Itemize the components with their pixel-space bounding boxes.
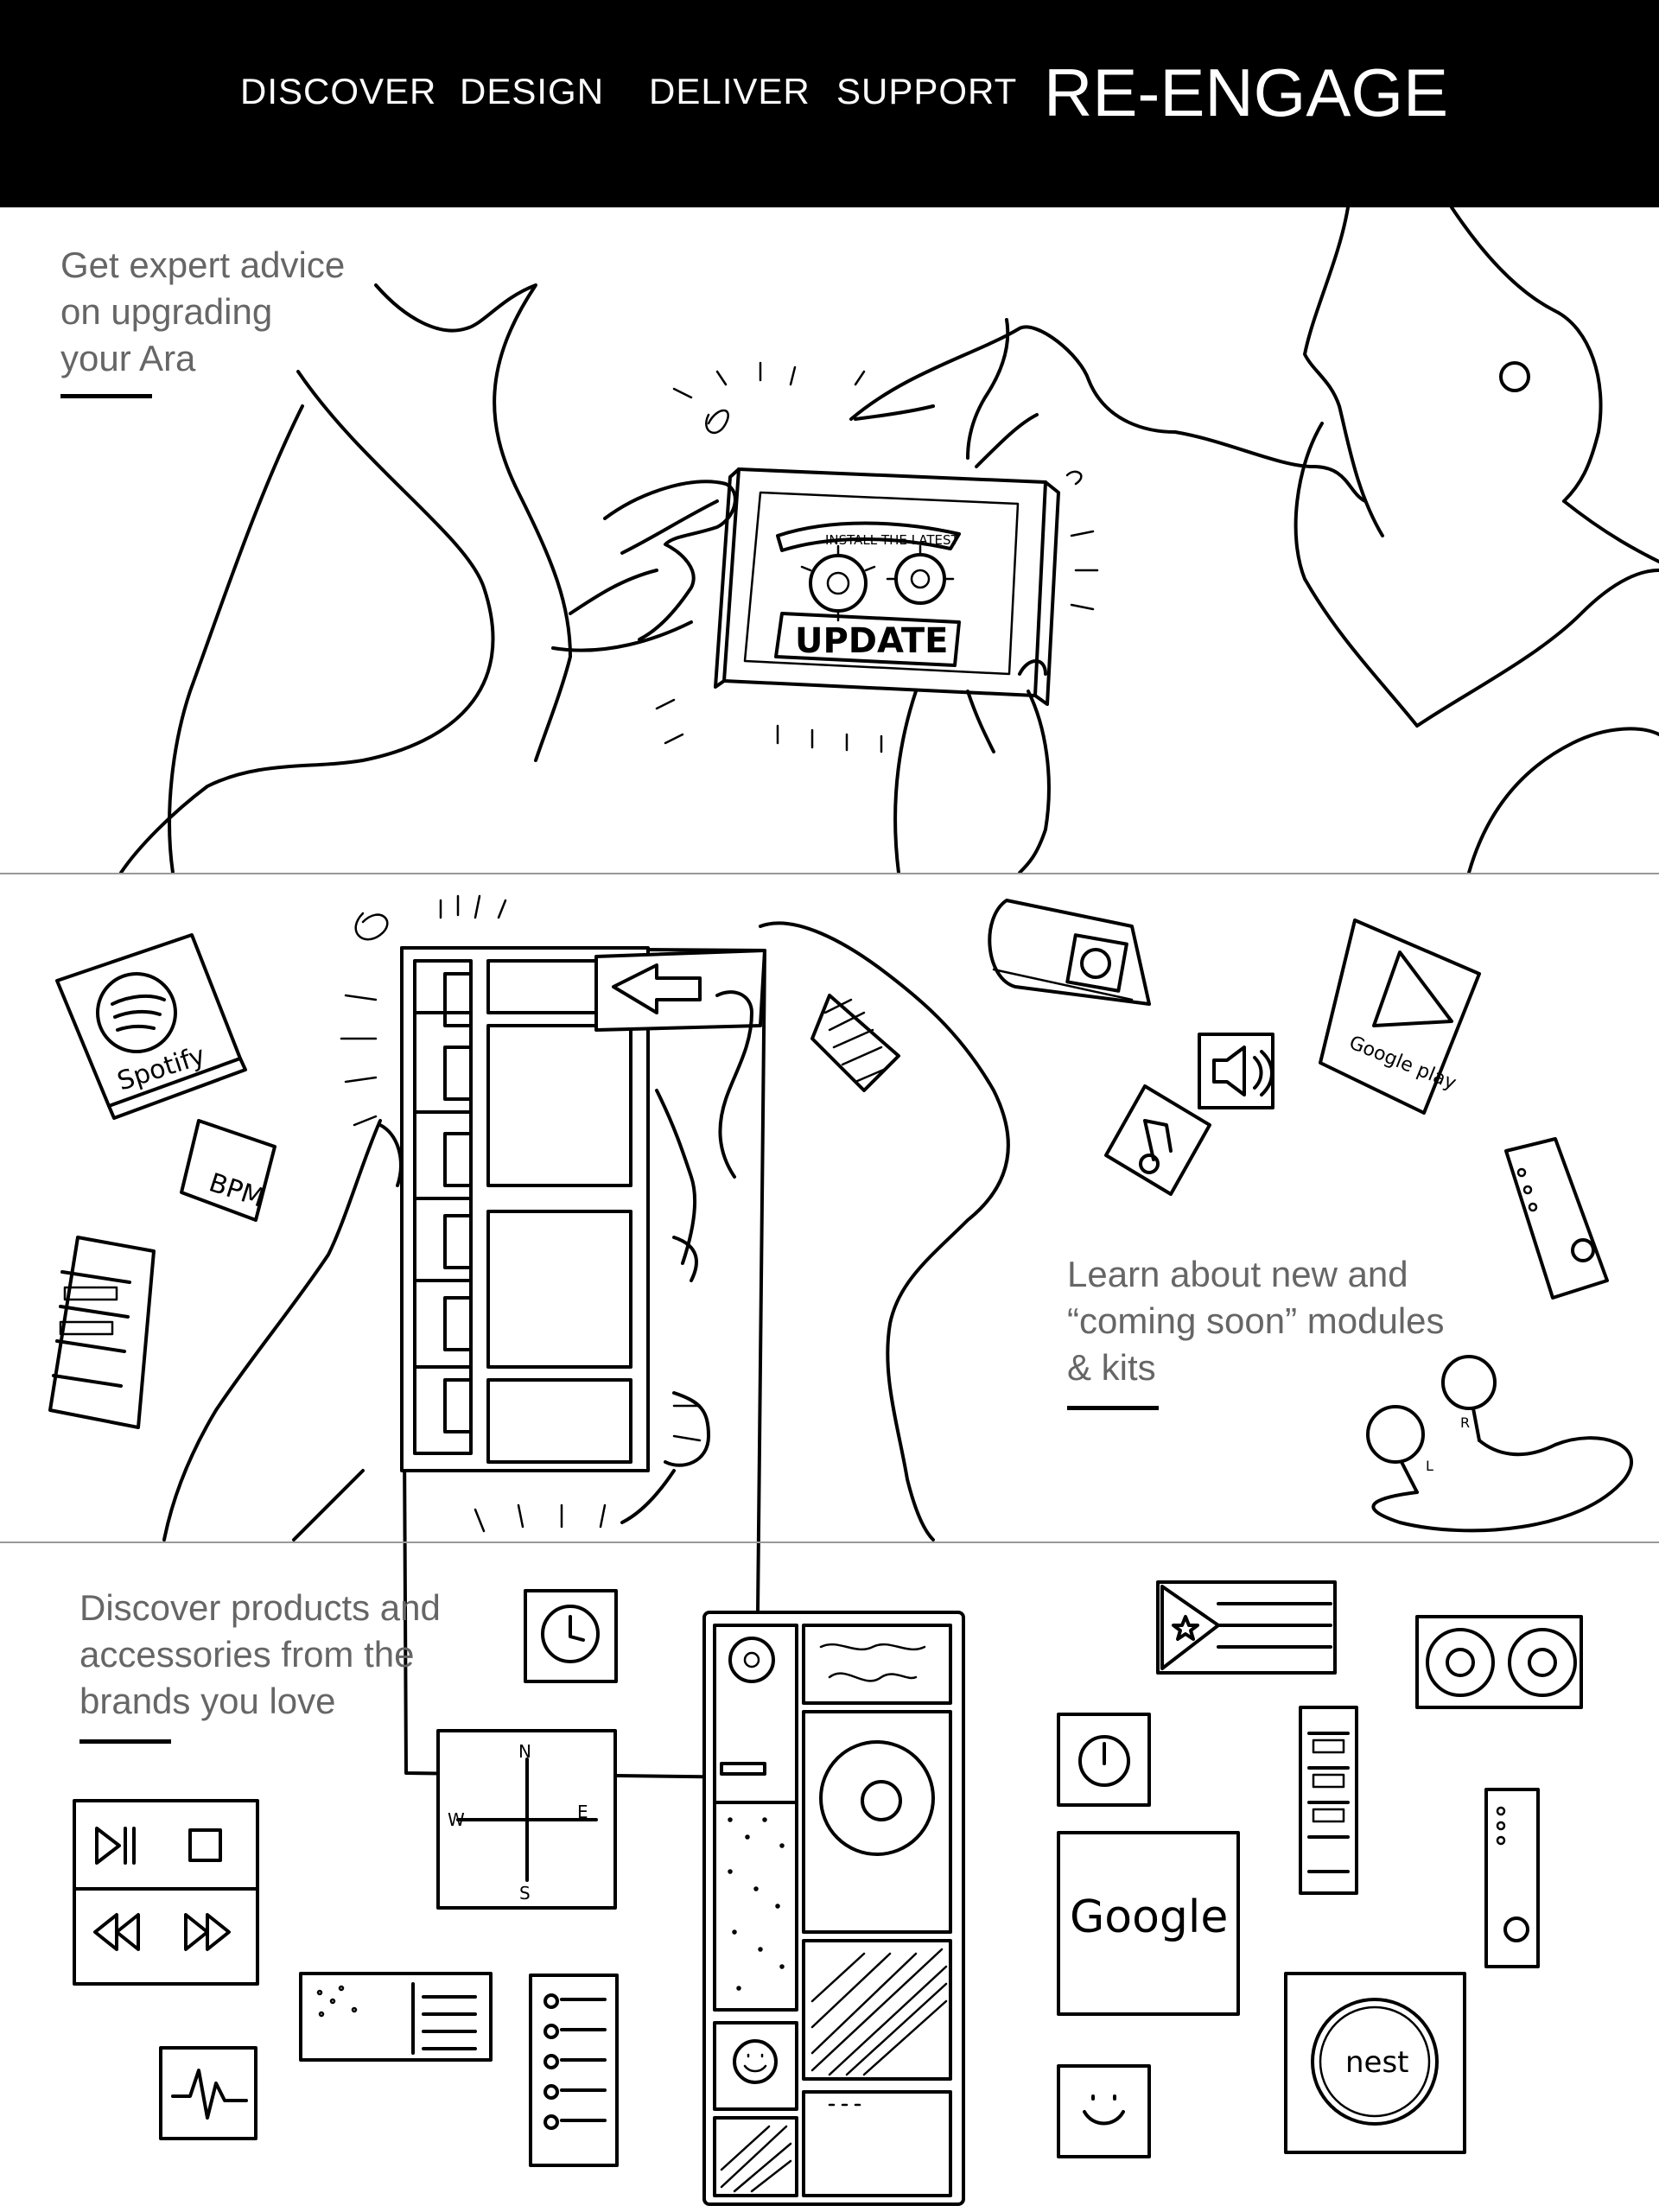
compass-south: S [519, 1883, 531, 1904]
compass-east: E [577, 1802, 588, 1822]
nest-module-tile: nest [1284, 1972, 1466, 2154]
music-module-tile [1104, 1084, 1211, 1196]
compass-north: N [518, 1741, 531, 1762]
media-controls-module-tile [73, 1799, 259, 1986]
nav-discover[interactable]: DISCOVER [240, 71, 437, 111]
nav-design[interactable]: DESIGN [460, 71, 605, 111]
section-2-caption: Learn about new and “coming soon” module… [1067, 1251, 1551, 1391]
nav-support[interactable]: SUPPORT [836, 71, 1018, 111]
spotify-module-tile: Spotify [55, 933, 247, 1120]
battery-module-vertical [1299, 1706, 1358, 1895]
battery-pack-module-vertical [1484, 1788, 1540, 1968]
google-module-tile: Google [1057, 1831, 1240, 2016]
caption-line: & kits [1067, 1347, 1156, 1388]
battery-module [48, 1236, 156, 1429]
camera-module [988, 899, 1151, 1006]
ara-phone-modular [702, 1611, 965, 2206]
flag-module-tile [1156, 1580, 1337, 1675]
caption-line: “coming soon” modules [1067, 1300, 1445, 1341]
nav-deliver[interactable]: DELIVER [649, 71, 810, 111]
section-1-illustration: INSTALL THE LATEST UPDATE [119, 206, 1659, 874]
update-text: UPDATE [795, 621, 948, 661]
section-3-caption: Discover products and accessories from t… [79, 1585, 563, 1725]
section-1-underline [60, 394, 152, 398]
top-nav-bar: DISCOVER DESIGN DELIVER SUPPORT RE-ENGAG… [0, 0, 1659, 207]
compass-module-tile: N S E W [436, 1729, 617, 1910]
banner-text: INSTALL THE LATEST [825, 532, 960, 548]
power-module-tile [1057, 1713, 1151, 1807]
caption-line: brands you love [79, 1681, 336, 1721]
bpm-module-tile: BPM [180, 1119, 276, 1222]
section-divider [0, 1541, 1659, 1543]
caption-line: accessories from the [79, 1634, 415, 1675]
section-3-illustration: N S E W [73, 1580, 1583, 2206]
checklist-module-tile [529, 1974, 619, 2167]
section-2-illustration: Spotify BPM [48, 894, 1633, 1779]
google-play-module-tile: Google play [1319, 918, 1481, 1115]
nav-re-engage[interactable]: RE-ENGAGE [1044, 54, 1449, 130]
earbud-left-label: L [1426, 1458, 1433, 1474]
clock-module-tile [524, 1589, 618, 1683]
list-module-tile [299, 1972, 493, 2062]
battery-pack-module [1504, 1137, 1609, 1300]
speaker-module-tile [1198, 1033, 1274, 1109]
section-2-underline [1067, 1406, 1159, 1410]
earbuds: R L [1366, 1355, 1633, 1533]
caption-line: Learn about new and [1067, 1254, 1408, 1294]
stereo-speaker-module-tile [1415, 1615, 1583, 1709]
caption-line: on upgrading [60, 291, 273, 332]
google-label: Google [1070, 1891, 1228, 1943]
phone-update-screen: INSTALL THE LATEST UPDATE [714, 467, 1060, 706]
section-1-caption: Get expert advice on upgrading your Ara [60, 242, 544, 382]
compass-west: W [448, 1809, 465, 1830]
caption-line: Discover products and [79, 1587, 441, 1628]
ara-phone-frame [400, 946, 766, 1779]
nest-label: nest [1345, 2045, 1409, 2080]
heart-rate-module-tile [159, 2046, 257, 2140]
earbud-right-label: R [1460, 1414, 1470, 1431]
caption-line: Get expert advice [60, 245, 346, 285]
section-divider [0, 873, 1659, 874]
caption-line: your Ara [60, 338, 196, 378]
section-3-underline [79, 1739, 171, 1744]
smiley-module-tile [1057, 2064, 1151, 2158]
